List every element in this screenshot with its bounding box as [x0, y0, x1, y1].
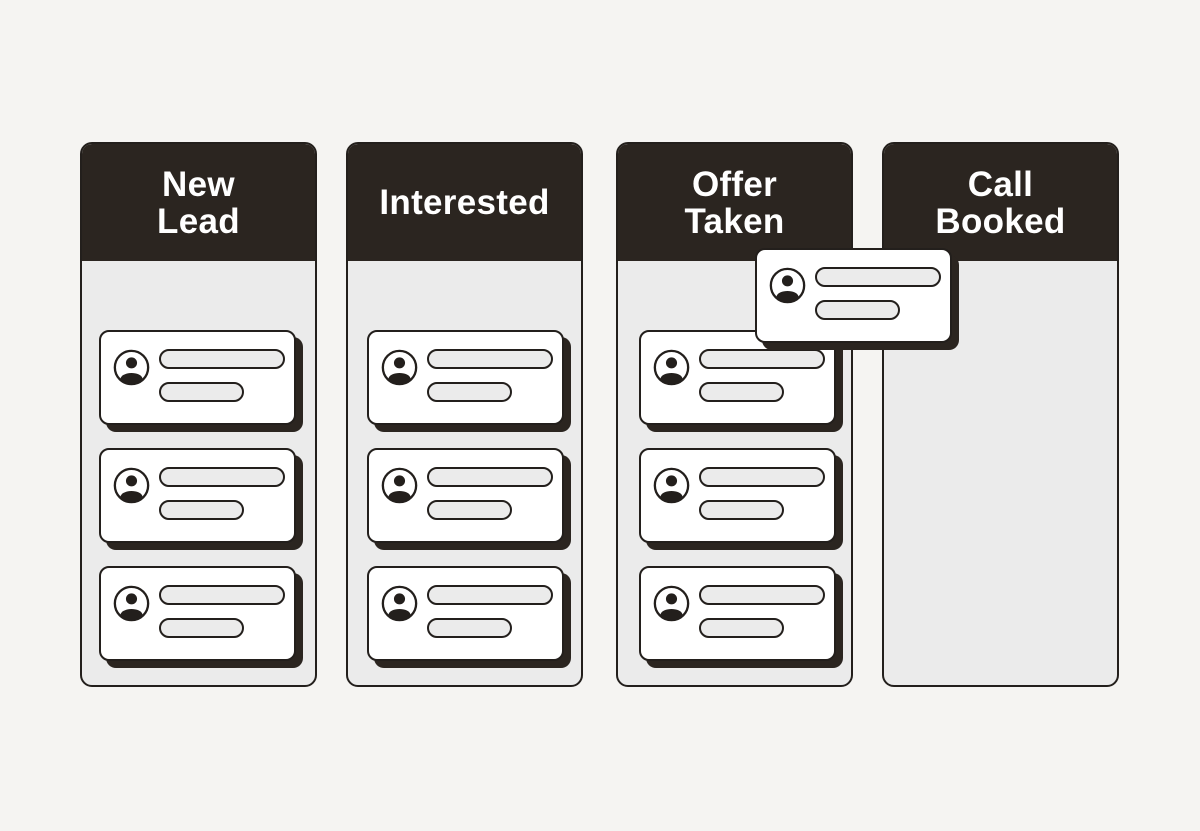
lead-card[interactable] — [99, 566, 296, 661]
column-header-call-booked: Call Booked — [884, 144, 1117, 261]
card-detail-placeholder — [427, 382, 512, 402]
card-name-placeholder — [699, 349, 825, 369]
user-avatar-icon — [653, 467, 690, 504]
card-name-placeholder — [427, 349, 553, 369]
card-name-placeholder — [427, 467, 553, 487]
user-avatar-icon — [653, 585, 690, 622]
lead-card[interactable] — [639, 566, 836, 661]
user-avatar-icon — [769, 267, 806, 304]
lead-card[interactable] — [99, 448, 296, 543]
column-header-offer-taken: Offer Taken — [618, 144, 851, 261]
card-name-placeholder — [159, 349, 285, 369]
user-avatar-icon — [381, 349, 418, 386]
column-header-new-lead: New Lead — [82, 144, 315, 261]
card-name-placeholder — [815, 267, 941, 287]
column-title-interested: Interested — [379, 183, 550, 222]
card-name-placeholder — [699, 585, 825, 605]
card-detail-placeholder — [159, 500, 244, 520]
lead-card[interactable] — [367, 566, 564, 661]
user-avatar-icon — [381, 467, 418, 504]
lead-card[interactable] — [367, 448, 564, 543]
lead-card[interactable] — [367, 330, 564, 425]
card-detail-placeholder — [427, 500, 512, 520]
card-detail-placeholder — [699, 618, 784, 638]
column-title-new-lead: New Lead — [157, 164, 240, 241]
column-title-call-booked: Call Booked — [935, 164, 1066, 241]
card-detail-placeholder — [159, 618, 244, 638]
card-name-placeholder — [159, 467, 285, 487]
card-detail-placeholder — [699, 382, 784, 402]
dragging-lead-card[interactable] — [755, 248, 952, 343]
lead-card[interactable] — [639, 448, 836, 543]
column-title-offer-taken: Offer Taken — [684, 164, 785, 241]
card-name-placeholder — [427, 585, 553, 605]
lead-card[interactable] — [99, 330, 296, 425]
card-detail-placeholder — [699, 500, 784, 520]
user-avatar-icon — [113, 349, 150, 386]
card-name-placeholder — [699, 467, 825, 487]
user-avatar-icon — [381, 585, 418, 622]
card-name-placeholder — [159, 585, 285, 605]
column-call-booked: Call Booked — [882, 142, 1119, 687]
card-detail-placeholder — [815, 300, 900, 320]
card-detail-placeholder — [427, 618, 512, 638]
column-header-interested: Interested — [348, 144, 581, 261]
user-avatar-icon — [113, 467, 150, 504]
lead-card[interactable] — [639, 330, 836, 425]
user-avatar-icon — [113, 585, 150, 622]
user-avatar-icon — [653, 349, 690, 386]
card-detail-placeholder — [159, 382, 244, 402]
